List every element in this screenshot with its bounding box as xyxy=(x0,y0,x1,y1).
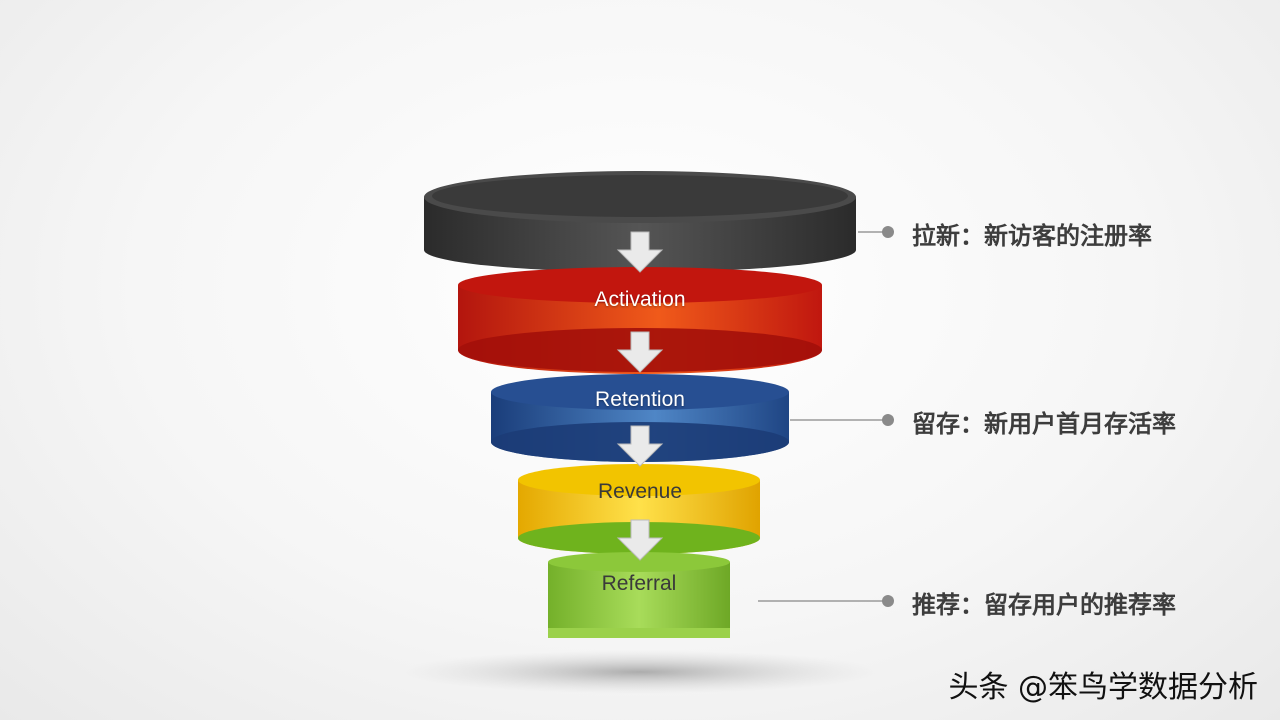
floor-shadow xyxy=(400,650,880,694)
tier-label-revenue: Revenue xyxy=(597,480,683,503)
bullet-dot-icon xyxy=(882,226,894,238)
connector-2 xyxy=(790,414,894,426)
tier-label-referral: Referral xyxy=(601,572,677,595)
tier-label-activation: Activation xyxy=(594,288,686,311)
arrow-2 xyxy=(616,331,664,373)
tier-2-top xyxy=(458,267,822,303)
funnel-tier-4 xyxy=(518,464,760,554)
annotation-acquisition: 拉新：新访客的注册率 xyxy=(912,222,1152,250)
tier-5-base xyxy=(548,628,730,638)
tier-5-top xyxy=(548,552,730,572)
funnel-tier-5 xyxy=(548,552,730,638)
down-arrow-icon xyxy=(616,231,664,273)
tier-3-top xyxy=(491,374,789,410)
connector-1 xyxy=(858,226,894,238)
bullet-dot-icon xyxy=(882,595,894,607)
tier-label-retention: Retention xyxy=(595,388,685,411)
down-arrow-icon xyxy=(616,425,664,467)
watermark-text: 头条 @笨鸟学数据分析 xyxy=(948,670,1258,705)
annotation-retention: 留存：新用户首月存活率 xyxy=(912,410,1176,438)
tier-5-band xyxy=(548,562,730,630)
connector-3 xyxy=(758,595,894,607)
tier-1-top-inner xyxy=(432,175,848,217)
arrow-1 xyxy=(616,231,664,273)
arrow-3 xyxy=(616,425,664,467)
down-arrow-icon xyxy=(616,519,664,561)
arrow-4 xyxy=(616,519,664,561)
down-arrow-icon xyxy=(616,331,664,373)
annotation-referral: 推荐：留存用户的推荐率 xyxy=(912,591,1176,619)
tier-4-top xyxy=(518,464,760,496)
bullet-dot-icon xyxy=(882,414,894,426)
